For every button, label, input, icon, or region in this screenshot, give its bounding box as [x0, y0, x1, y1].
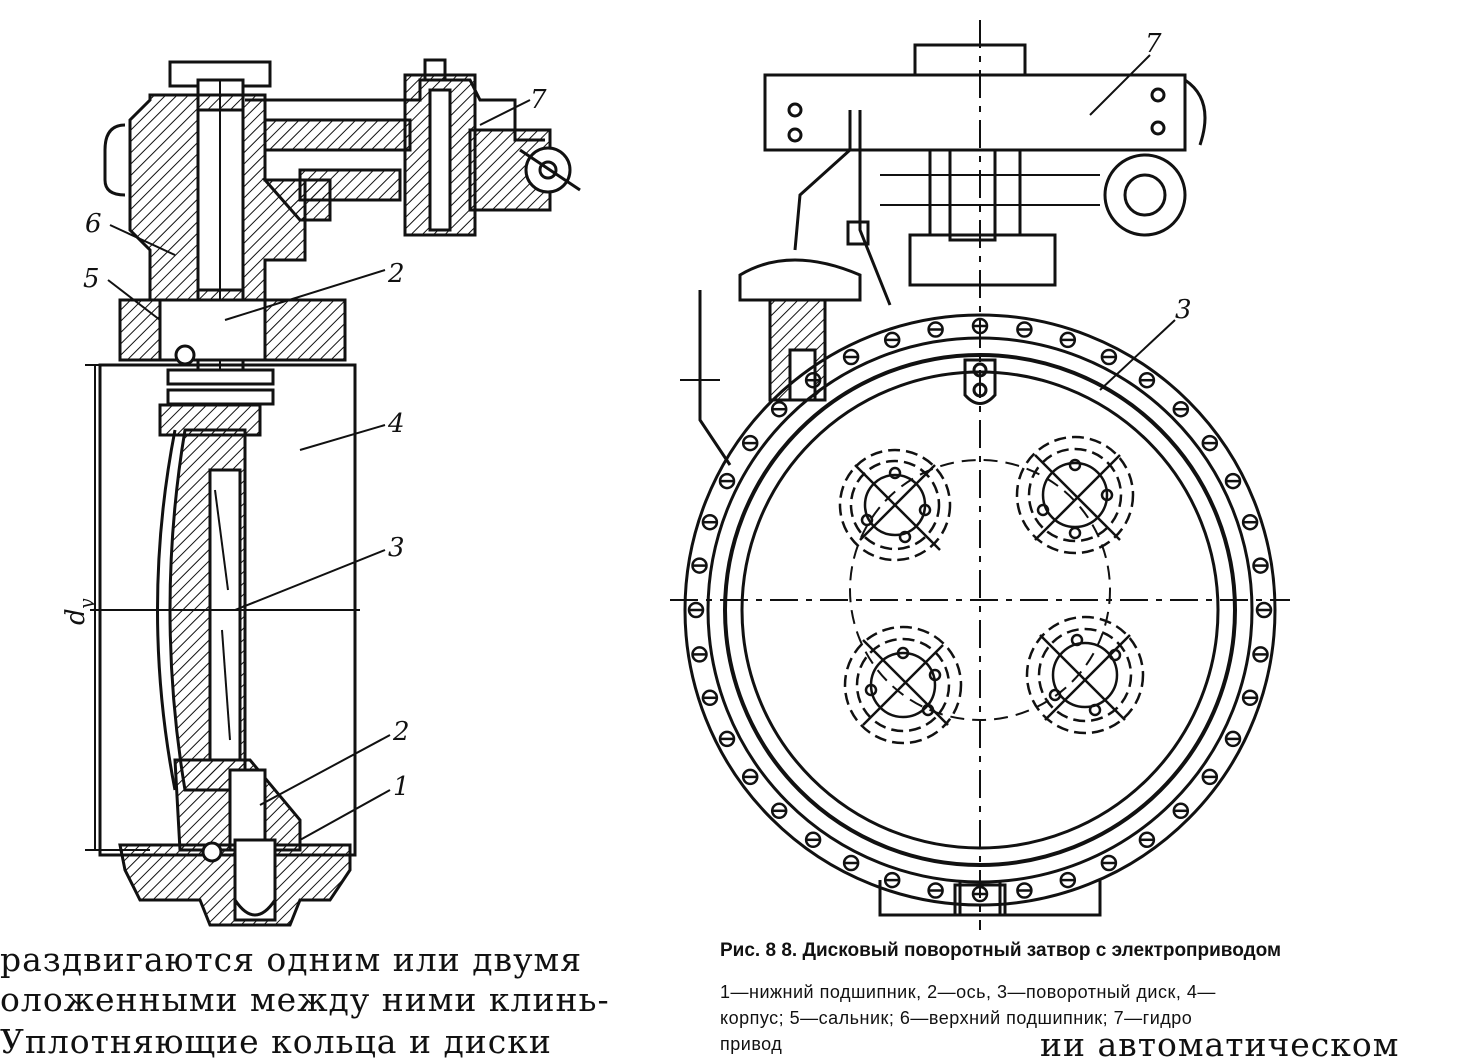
label-6: 6	[85, 209, 102, 239]
body-text-continuation: ии автоматическом	[1040, 1025, 1400, 1064]
figure-caption-title: Рис. 8 8. Дисковый поворотный затвор с э…	[720, 940, 1282, 961]
label-7-right: 7	[1145, 29, 1162, 59]
body-text-line-3: Уплотняющие кольца и диски	[0, 1022, 552, 1061]
label-4: 4	[387, 409, 405, 439]
dim-subscript: y	[76, 598, 97, 610]
front-view	[670, 20, 1290, 930]
label-3-left: 3	[388, 533, 405, 563]
flange-bolts	[687, 317, 1273, 903]
disc-pads	[838, 435, 1145, 745]
label-7-left: 7	[530, 85, 547, 115]
label-1: 1	[393, 772, 410, 802]
caption-line-3: привод	[720, 1034, 783, 1054]
section-view	[85, 58, 581, 927]
dim-label: d	[61, 608, 91, 625]
label-2-upper: 2	[387, 259, 405, 289]
body-text-line-2: оложенными между ними клинь-	[0, 980, 610, 1019]
label-3-right: 3	[1175, 295, 1192, 325]
dimension-dy: d y	[61, 598, 97, 625]
label-5: 5	[83, 264, 100, 294]
caption-line-2: корпус; 5—сальник; 6—верхний подшипник; …	[720, 1008, 1193, 1028]
body-text-line-1: раздвигаются одним или двумя	[0, 940, 583, 979]
right-leaders	[1089, 54, 1176, 391]
caption-line-1: 1—нижний подшипник, 2—ось, 3—поворотный …	[720, 982, 1216, 1002]
label-2-lower: 2	[392, 717, 410, 747]
